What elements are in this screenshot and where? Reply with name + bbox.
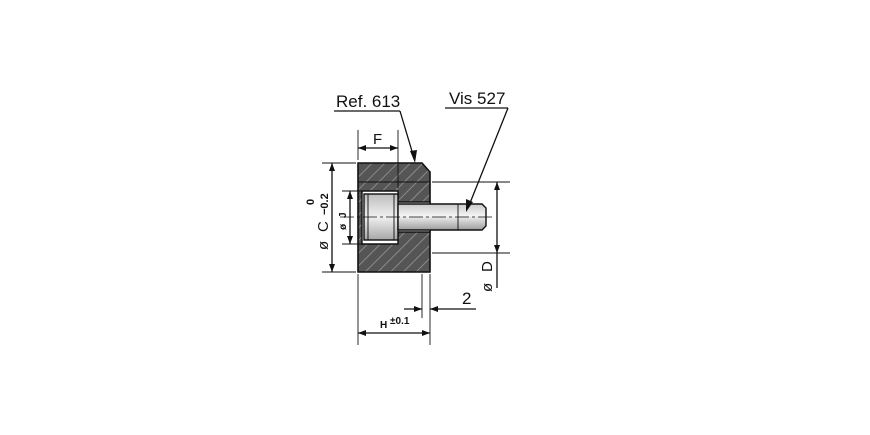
dim-c-diameter: ø [315, 241, 332, 250]
dim-d [432, 181, 510, 288]
ref-label: Ref. 613 [336, 92, 400, 111]
dim-c-tol-upper: 0 [305, 199, 317, 205]
dim-2-label: 2 [462, 289, 471, 308]
dim-h-label: H [380, 320, 387, 331]
dim-2 [404, 274, 476, 345]
dim-c [322, 162, 356, 273]
ref-leader [334, 110, 417, 163]
dim-h-tol: ±0.1 [390, 316, 410, 327]
vis-label: Vis 527 [449, 89, 505, 108]
dim-j-diameter: ø [338, 223, 349, 230]
dim-d-diameter: ø [479, 283, 496, 292]
dim-c-label: C [315, 221, 332, 232]
dim-j-label: J [338, 212, 349, 218]
dim-f [357, 130, 399, 188]
dim-f-label: F [373, 131, 382, 148]
dim-j [342, 190, 362, 245]
vis-leader [445, 107, 509, 212]
dim-h [357, 274, 430, 345]
dim-c-tol-lower: −0.2 [319, 193, 331, 215]
dim-d-label: D [479, 261, 496, 272]
